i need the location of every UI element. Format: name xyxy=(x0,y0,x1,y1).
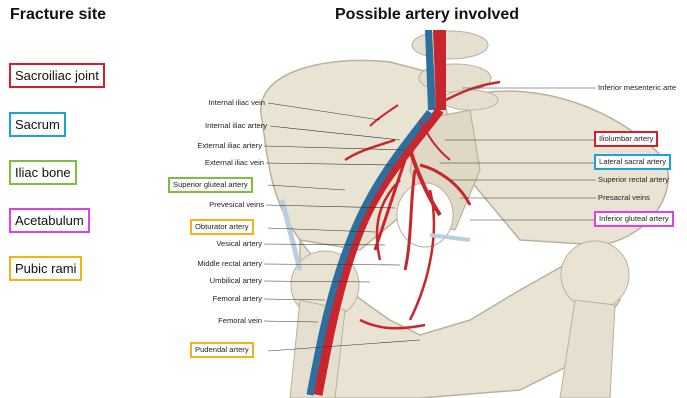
label-obturator-artery: Obturator artery xyxy=(190,219,254,235)
label-umbilical-artery: Umbilical artery xyxy=(210,276,262,286)
site-sacroiliac-joint: Sacroiliac joint xyxy=(9,63,105,88)
label-prevesical-veins: Prevesical veins xyxy=(209,200,264,210)
possible-artery-heading: Possible artery involved xyxy=(335,6,519,24)
label-inferior-gluteal-artery: Inferior gluteal artery xyxy=(594,211,674,227)
label-internal-iliac-artery: Internal iliac artery xyxy=(205,121,267,131)
label-pudendal-artery: Pudendal artery xyxy=(190,342,254,358)
site-acetabulum: Acetabulum xyxy=(9,208,90,233)
label-superior-rectal-artery: Superior rectal artery xyxy=(598,175,669,185)
label-middle-rectal-artery: Middle rectal artery xyxy=(197,259,262,269)
label-superior-gluteal-artery: Superior gluteal artery xyxy=(168,177,253,193)
site-iliac-bone: Iliac bone xyxy=(9,160,77,185)
label-vesical-artery: Vesical artery xyxy=(216,239,262,249)
label-femoral-artery: Femoral artery xyxy=(213,294,262,304)
label-femoral-vein: Femoral vein xyxy=(218,316,262,326)
site-pubic-rami: Pubic rami xyxy=(9,256,82,281)
site-sacrum: Sacrum xyxy=(9,112,66,137)
label-presacral-veins: Presacral veins xyxy=(598,193,650,203)
label-external-iliac-vein: External iliac vein xyxy=(205,158,264,168)
label-internal-iliac-vein: Internal iliac vein xyxy=(208,98,265,108)
label-iliolumbar-artery: Iliolumbar artery xyxy=(594,131,658,147)
label-inferior-mesenteric-artery: Inferior mesenteric arte xyxy=(598,83,687,93)
label-lateral-sacral-artery: Lateral sacral artery xyxy=(594,154,671,170)
fracture-site-heading: Fracture site xyxy=(10,6,106,24)
label-external-iliac-artery: External iliac artery xyxy=(197,141,262,151)
